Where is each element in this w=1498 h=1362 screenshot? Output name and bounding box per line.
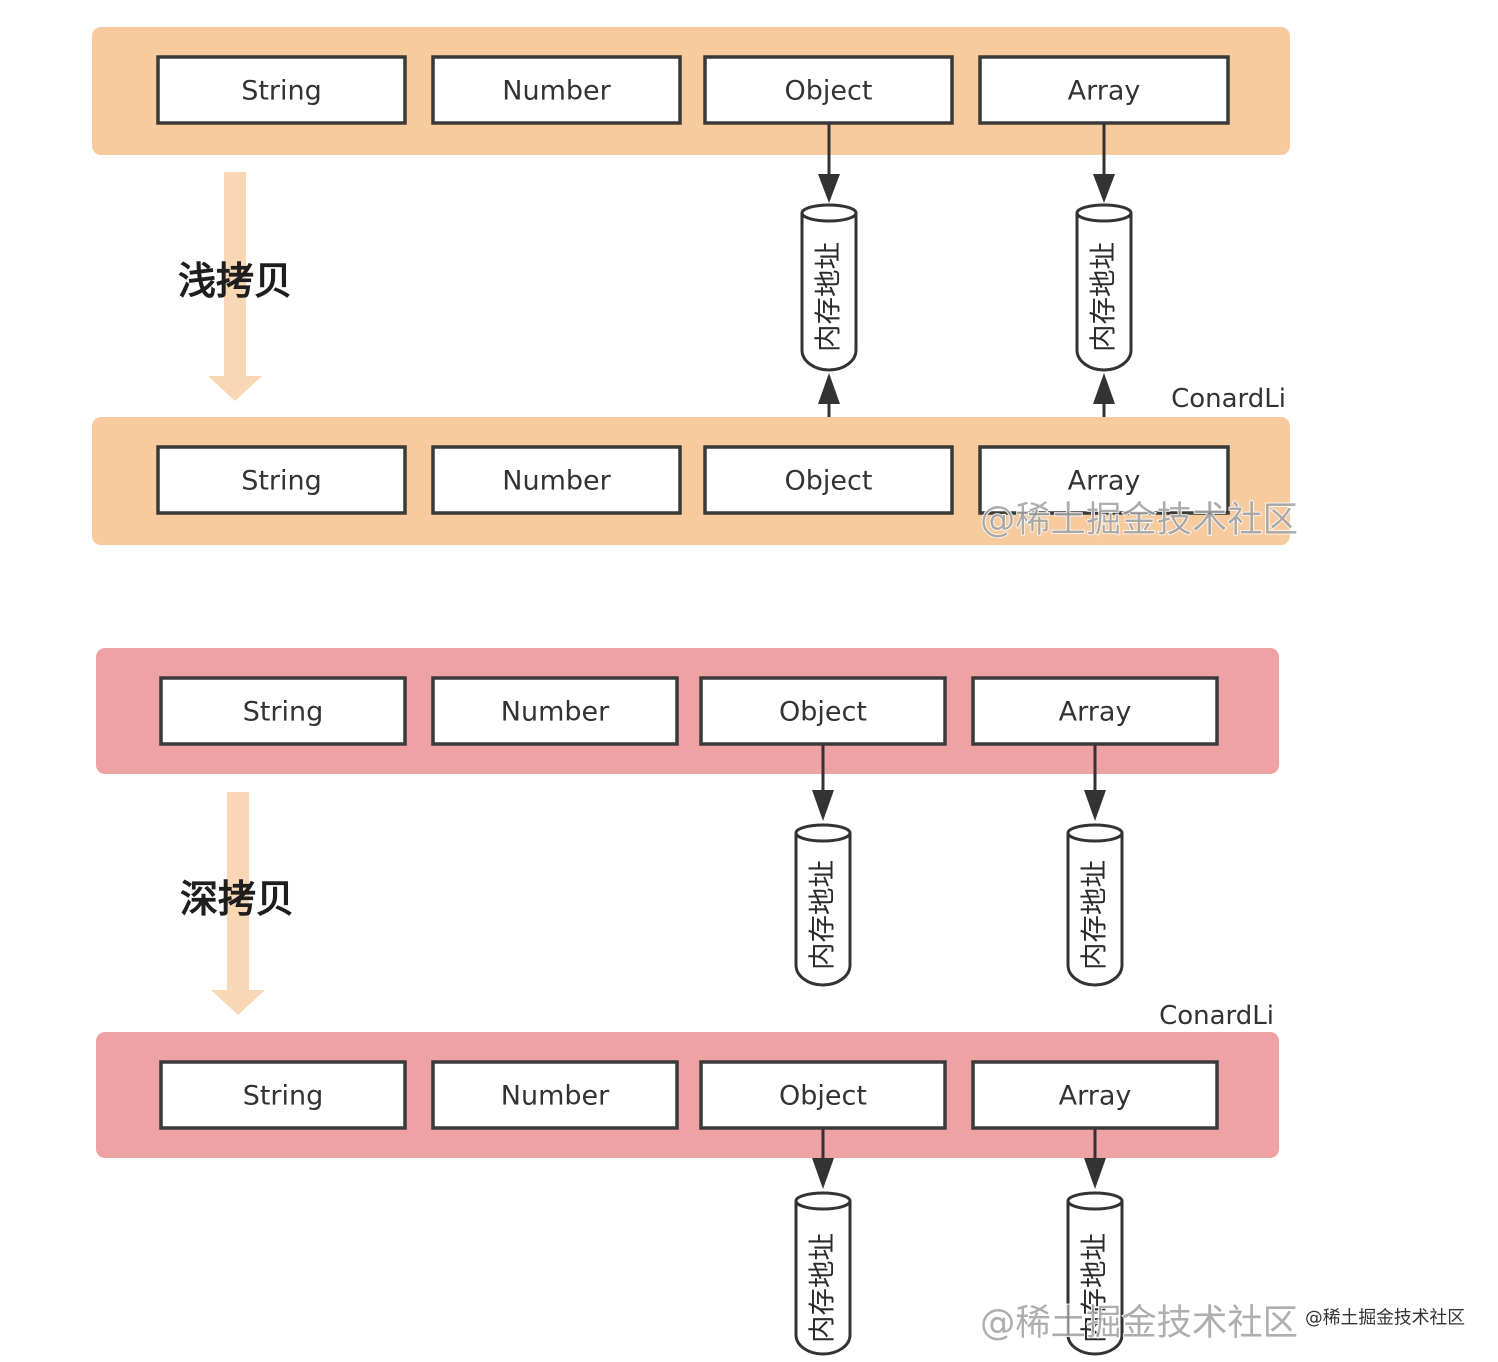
- corner-watermark: @稀土掘金技术社区: [1305, 1308, 1465, 1329]
- type-box-array: Array: [978, 55, 1230, 125]
- shallow-object-memory-cylinder: 内存地址: [800, 203, 858, 372]
- type-box-frame: [156, 445, 407, 515]
- shallow-original-row: String Number Object Array: [92, 27, 1290, 155]
- type-box-object: Object: [699, 1060, 947, 1130]
- type-label: Object: [785, 466, 873, 497]
- type-box-frame: [431, 445, 682, 515]
- type-box-object: Object: [703, 445, 954, 515]
- memory-address-label: 内存地址: [808, 860, 839, 970]
- deep-copy-object-memory-cylinder: 内存地址: [794, 1191, 852, 1356]
- type-box-number: Number: [431, 445, 682, 515]
- type-label: Array: [1059, 1081, 1132, 1112]
- memory-address-label: 内存地址: [808, 1233, 839, 1343]
- author-signature: ConardLi: [1171, 384, 1286, 414]
- type-label: Array: [1068, 466, 1141, 497]
- deep-copy-array-to-memory-arrow: [1084, 1129, 1106, 1189]
- type-box-frame: [978, 55, 1230, 125]
- type-box-array: Array: [971, 676, 1219, 746]
- type-label: String: [243, 1081, 324, 1112]
- type-box-frame: [431, 1060, 679, 1130]
- type-box-frame: [971, 676, 1219, 746]
- type-box-frame: [431, 55, 682, 125]
- deep-array-to-memory-arrow: [1084, 745, 1106, 821]
- type-box-array: Array: [971, 1060, 1219, 1130]
- deep-copy-array-memory-cylinder: 内存地址: [1066, 1191, 1124, 1356]
- type-box-string: String: [156, 55, 407, 125]
- type-box-frame: [703, 55, 954, 125]
- deep-original-row: String Number Object Array: [96, 648, 1279, 774]
- shallow-copy-section: String Number Object Array: [92, 27, 1299, 545]
- deep-object-to-memory-arrow: [812, 745, 834, 821]
- type-label: Object: [779, 1081, 867, 1112]
- type-box-number: Number: [431, 55, 682, 125]
- type-label: String: [241, 466, 322, 497]
- deep-copy-object-to-memory-arrow: [812, 1129, 834, 1189]
- shallow-copy-row: String Number Object Array: [92, 417, 1290, 545]
- type-label: Number: [502, 466, 611, 497]
- type-box-string: String: [159, 676, 407, 746]
- type-label: String: [241, 76, 322, 107]
- type-label: Object: [779, 697, 867, 728]
- memory-address-label: 内存地址: [814, 242, 845, 352]
- deep-copy-section: String Number Object Array: [96, 648, 1465, 1356]
- type-box-array: Array: [978, 445, 1230, 515]
- type-label: Array: [1059, 697, 1132, 728]
- type-box-string: String: [159, 1060, 407, 1130]
- type-box-object: Object: [703, 55, 954, 125]
- type-label: Number: [501, 697, 610, 728]
- shallow-copy-label: 浅拷贝: [178, 259, 292, 303]
- type-label: Number: [501, 1081, 610, 1112]
- type-label: String: [243, 697, 324, 728]
- deep-copy-row: String Number Object Array: [96, 1032, 1279, 1158]
- memory-address-label: 内存地址: [1080, 860, 1111, 970]
- type-box-number: Number: [431, 676, 679, 746]
- deep-flow-arrow: [211, 792, 265, 1015]
- shallow-flow-arrow: [208, 172, 262, 401]
- type-box-frame: [156, 55, 407, 125]
- deep-array-memory-cylinder: 内存地址: [1066, 823, 1124, 987]
- type-box-frame: [699, 1060, 947, 1130]
- type-box-number: Number: [431, 1060, 679, 1130]
- deep-object-memory-cylinder: 内存地址: [794, 823, 852, 987]
- memory-address-label: 内存地址: [1080, 1233, 1111, 1343]
- watermark: @稀土掘金技术社区: [980, 500, 1298, 541]
- memory-address-label: 内存地址: [1089, 242, 1120, 352]
- shallow-array-to-memory-arrow: [1093, 124, 1115, 203]
- type-box-frame: [978, 445, 1230, 515]
- type-label: Number: [502, 76, 611, 107]
- type-label: Array: [1068, 76, 1141, 107]
- shallow-array-memory-cylinder: 内存地址: [1075, 203, 1133, 372]
- type-box-frame: [159, 1060, 407, 1130]
- type-box-string: String: [156, 445, 407, 515]
- type-label: Object: [785, 76, 873, 107]
- type-box-frame: [159, 676, 407, 746]
- shallow-object-to-memory-arrow: [818, 124, 840, 203]
- deep-copy-label: 深拷贝: [180, 877, 294, 921]
- type-box-frame: [699, 676, 947, 746]
- type-box-object: Object: [699, 676, 947, 746]
- author-signature: ConardLi: [1159, 1001, 1274, 1031]
- type-box-frame: [431, 676, 679, 746]
- watermark: @稀土掘金技术社区: [980, 1303, 1298, 1344]
- type-box-frame: [703, 445, 954, 515]
- type-box-frame: [971, 1060, 1219, 1130]
